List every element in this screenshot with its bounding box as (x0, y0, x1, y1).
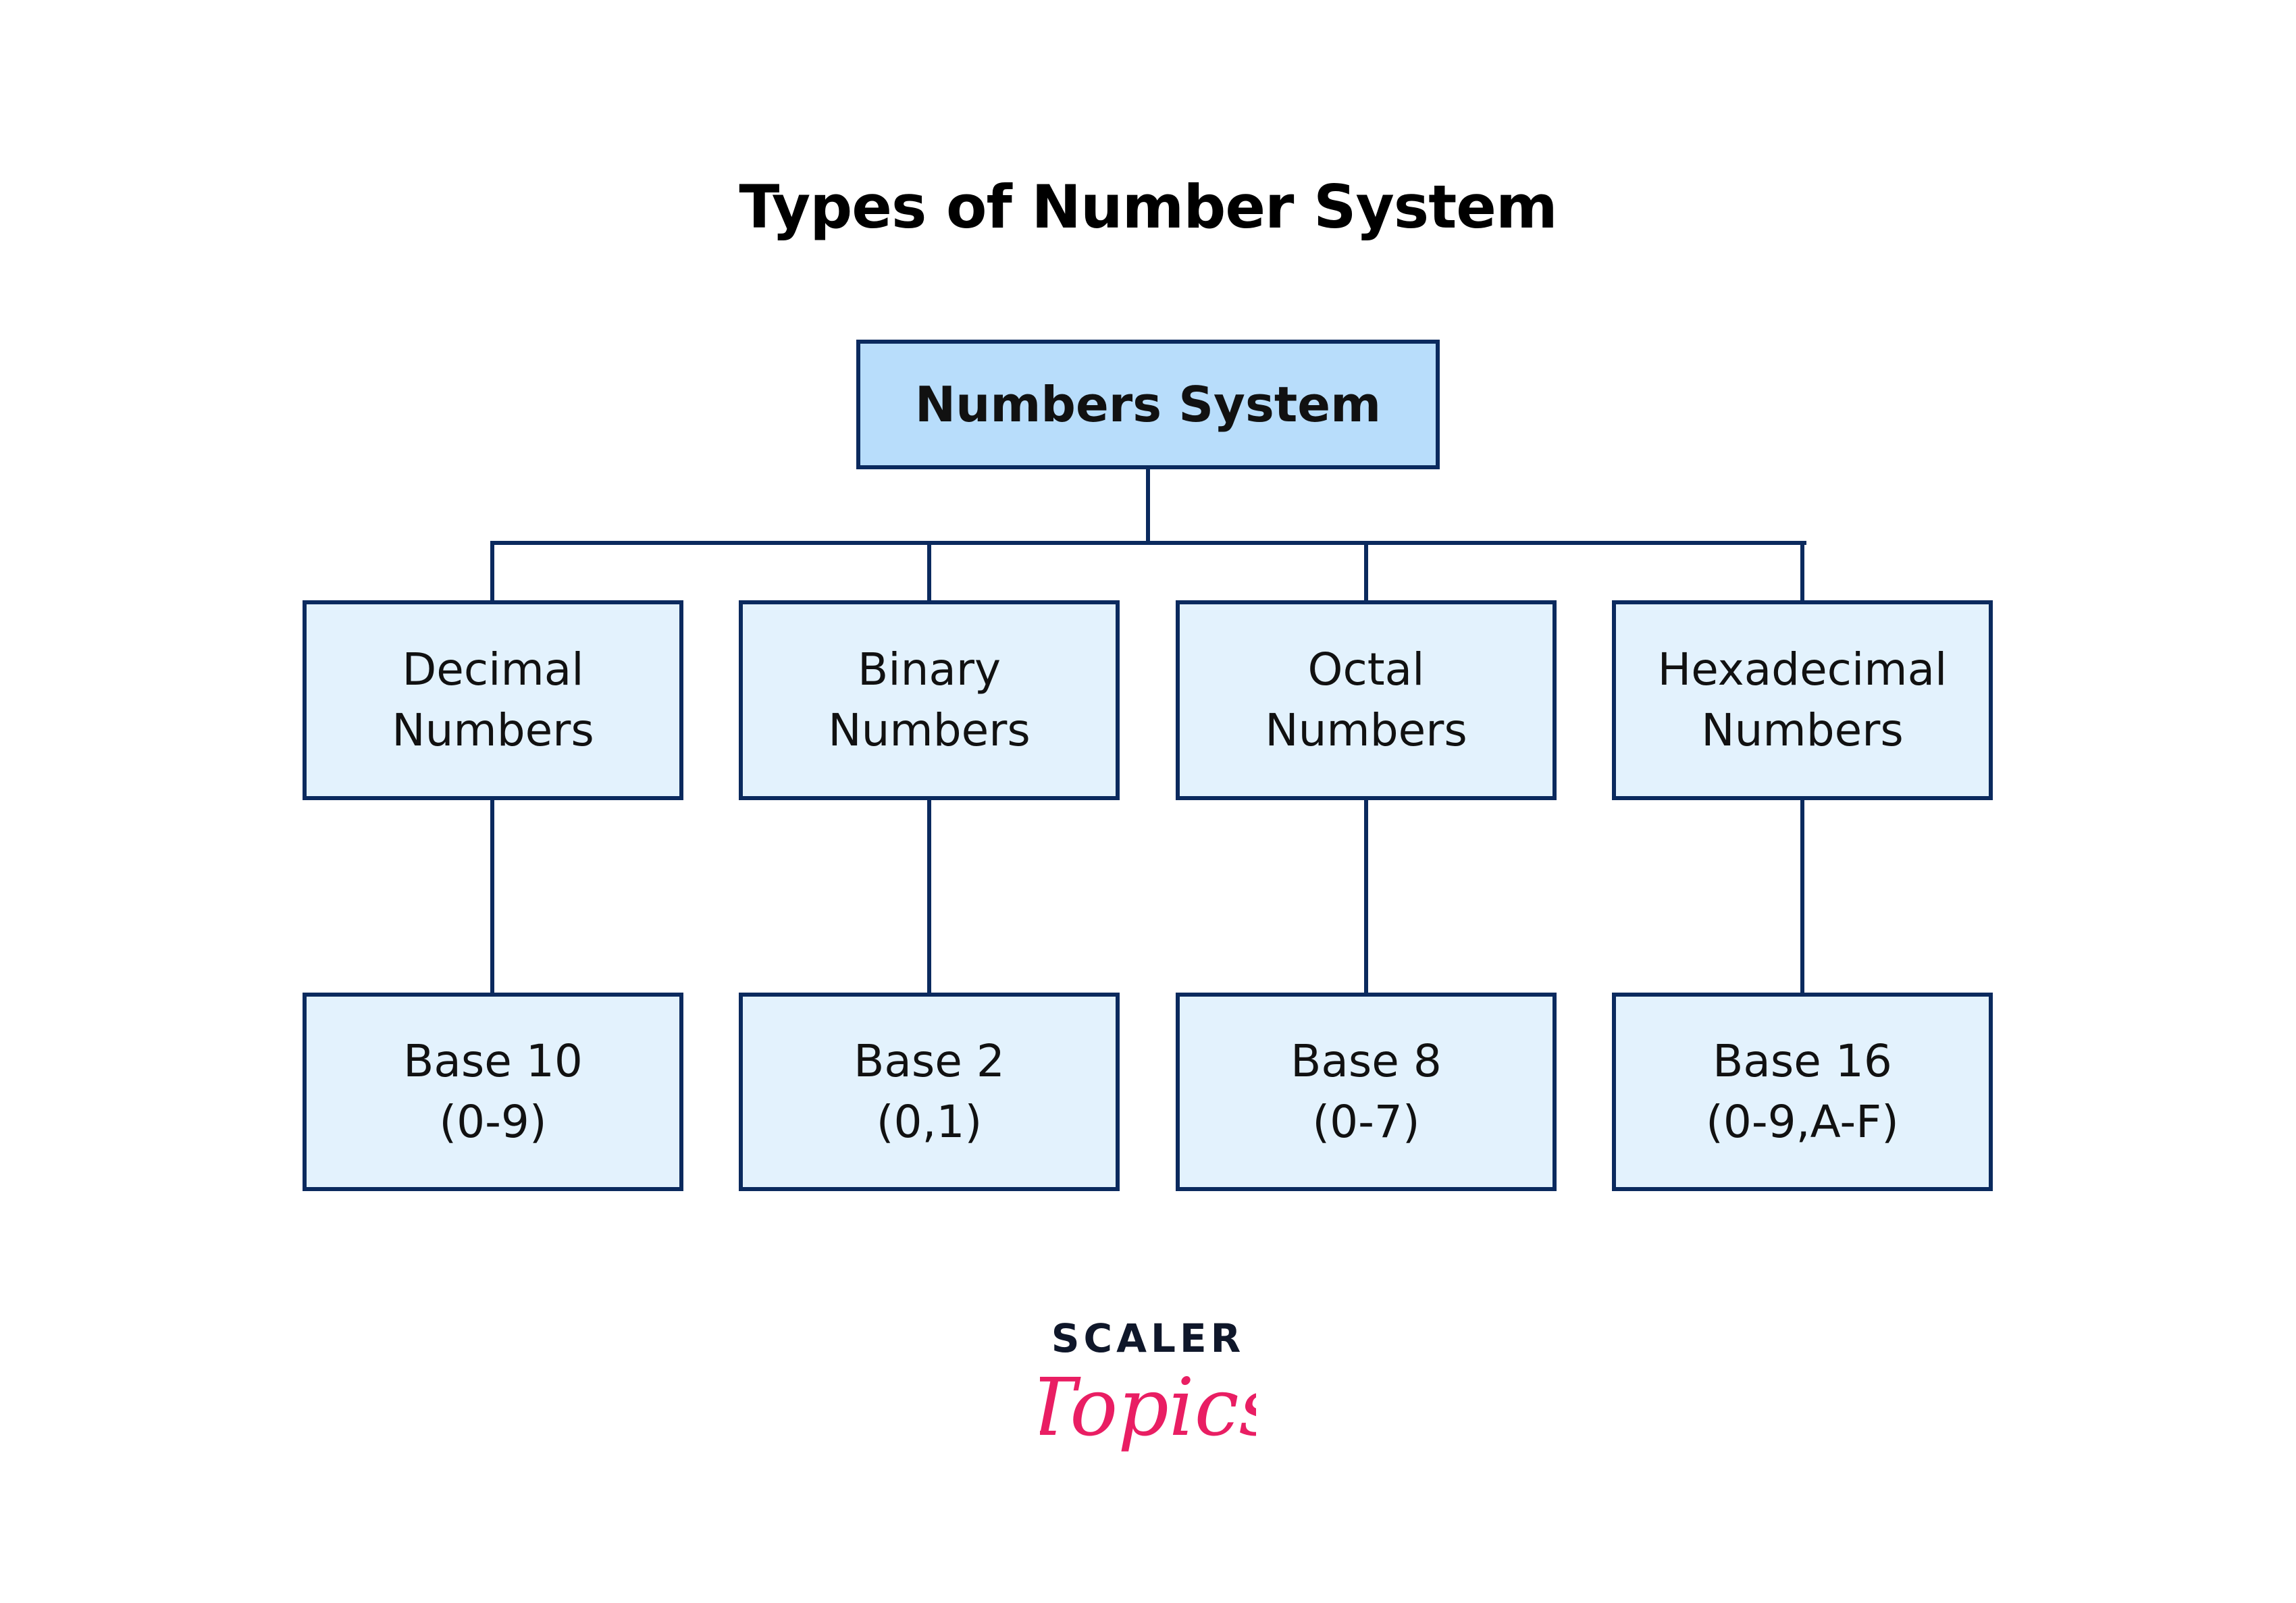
logo-topics-text: Topics (1040, 1361, 1256, 1454)
node-base-10: Base 10 (0-9) (303, 993, 683, 1191)
node-base-8: Base 8 (0-7) (1176, 993, 1557, 1191)
node-binary: Binary Numbers (739, 600, 1120, 800)
node-label: Numbers (392, 704, 594, 756)
root-node: Numbers System (856, 340, 1440, 469)
base-label: Base 8 (1290, 1035, 1442, 1087)
diagram-title: Types of Number System (739, 172, 1557, 242)
connector-decimal-base (490, 799, 494, 994)
scaler-topics-logo: SCALER Topics (1040, 1315, 1256, 1454)
base-range: (0-7) (1312, 1096, 1420, 1148)
node-label: Decimal (402, 643, 584, 695)
node-label: Binary (857, 643, 1001, 695)
node-base-16: Base 16 (0-9,A-F) (1612, 993, 1993, 1191)
node-label: Octal (1307, 643, 1425, 695)
base-range: (0-9) (439, 1096, 547, 1148)
node-label: Numbers (828, 704, 1030, 756)
connector-horizontal (490, 541, 1806, 545)
connector-binary (927, 541, 931, 602)
base-range: (0,1) (876, 1096, 983, 1148)
node-base-2: Base 2 (0,1) (739, 993, 1120, 1191)
connector-hexadecimal-base (1800, 799, 1804, 994)
node-decimal: Decimal Numbers (303, 600, 683, 800)
connector-hexadecimal (1800, 541, 1804, 602)
node-label: Numbers (1701, 704, 1904, 756)
node-label: Numbers (1265, 704, 1467, 756)
connector-root-down (1146, 469, 1150, 545)
node-octal: Octal Numbers (1176, 600, 1557, 800)
node-hexadecimal: Hexadecimal Numbers (1612, 600, 1993, 800)
base-label: Base 10 (403, 1035, 583, 1087)
connector-octal-base (1364, 799, 1368, 994)
base-range: (0-9,A-F) (1706, 1096, 1899, 1148)
base-label: Base 2 (854, 1035, 1005, 1087)
root-label: Numbers System (914, 376, 1382, 433)
logo-scaler-text: SCALER (1051, 1315, 1245, 1361)
connector-octal (1364, 541, 1368, 602)
connector-binary-base (927, 799, 931, 994)
node-label: Hexadecimal (1657, 643, 1948, 695)
connector-decimal (490, 541, 494, 602)
base-label: Base 16 (1713, 1035, 1892, 1087)
